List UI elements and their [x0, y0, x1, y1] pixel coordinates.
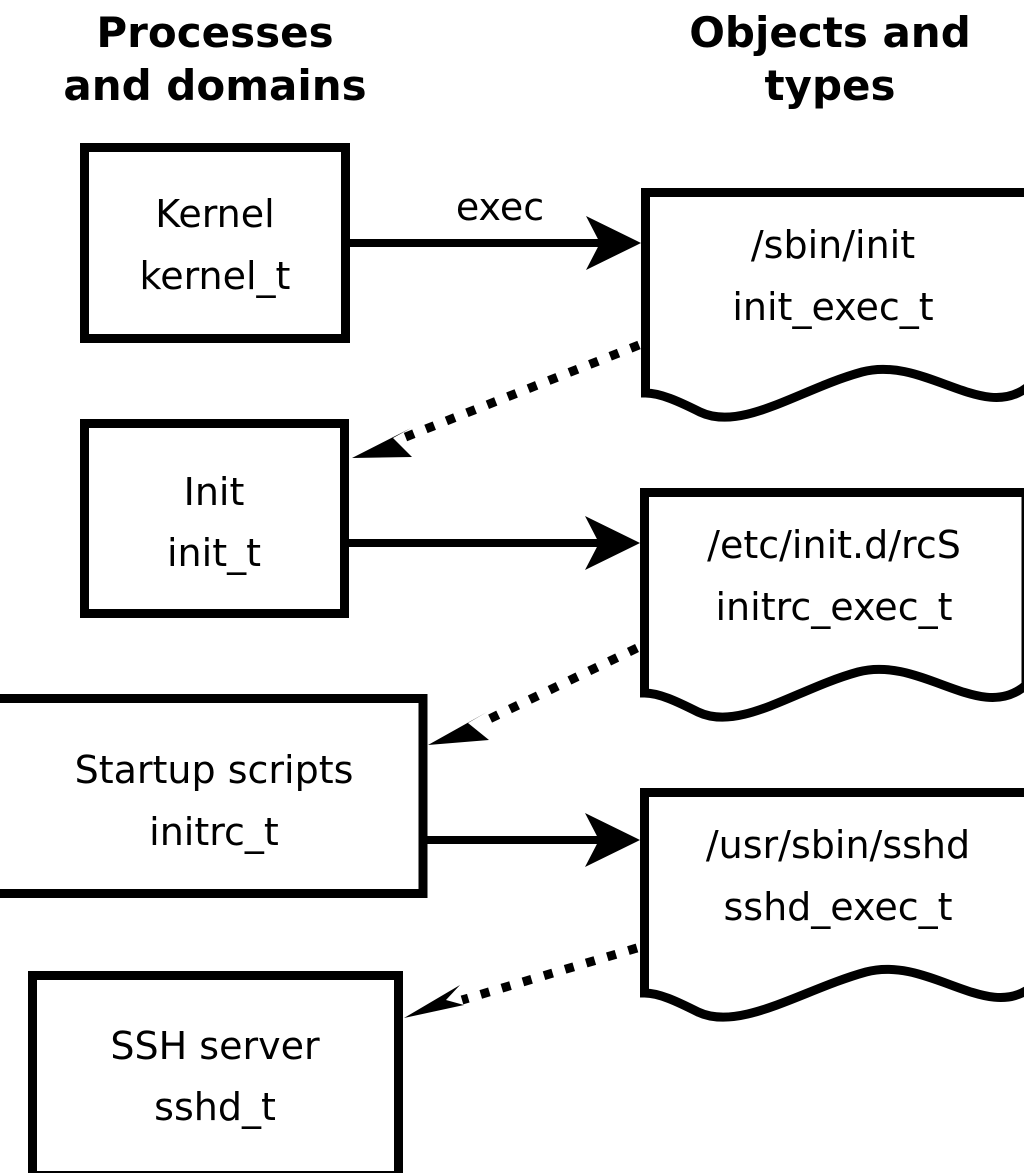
edge-init-exec-initrc_exec [349, 516, 640, 570]
node-sshd_exec[interactable]: /usr/sbin/sshd sshd_exec_t [640, 788, 1024, 1022]
arrow-head-icon [585, 516, 640, 570]
edge-line [401, 340, 641, 443]
node-init-line1: Init [184, 470, 245, 514]
edge-initrc-exec-sshd_exec [427, 813, 640, 867]
node-sshd_exec-document-shape[interactable] [640, 788, 1024, 1022]
node-init-box[interactable] [80, 419, 349, 618]
column-header-objects-line1: Objects and [689, 8, 971, 57]
column-header-processes: Processes and domains [63, 8, 366, 110]
node-initrc_exec-line2: initrc_exec_t [716, 585, 953, 629]
column-header-processes-line2: and domains [63, 61, 366, 110]
arrow-head-icon [585, 813, 640, 867]
node-sshd[interactable]: SSH server sshd_t [28, 971, 403, 1173]
node-kernel-box[interactable] [80, 143, 350, 343]
node-sshd-box[interactable] [28, 971, 403, 1173]
node-init_exec-line2: init_exec_t [732, 285, 933, 329]
arrow-head-icon [404, 985, 464, 1018]
node-initrc-box[interactable] [0, 694, 428, 898]
node-initrc_exec-line1: /etc/init.d/rcS [707, 523, 961, 567]
edge-label-exec: exec [456, 185, 544, 229]
node-initrc_exec-document-shape[interactable] [640, 488, 1024, 722]
node-sshd_exec-line2: sshd_exec_t [723, 885, 952, 929]
edge-line [479, 643, 639, 728]
node-sshd-line2: sshd_t [154, 1085, 276, 1129]
edge-init_exec-to-init [352, 340, 641, 458]
node-kernel-line2: kernel_t [140, 254, 291, 298]
node-init-line2: init_t [167, 531, 261, 575]
arrow-head-icon [586, 216, 641, 270]
node-init[interactable]: Init init_t [80, 419, 349, 618]
arrow-head-icon [428, 712, 489, 745]
edge-line [460, 943, 639, 1005]
node-init_exec[interactable]: /sbin/init init_exec_t [641, 188, 1024, 422]
node-initrc-line2: initrc_t [149, 810, 279, 854]
node-sshd_exec-line1: /usr/sbin/sshd [706, 823, 970, 867]
edge-kernel-exec-init_exec: exec [350, 185, 641, 270]
node-initrc_exec[interactable]: /etc/init.d/rcS initrc_exec_t [640, 488, 1024, 722]
node-kernel-line1: Kernel [155, 192, 274, 236]
arrow-head-icon [352, 428, 412, 458]
node-kernel[interactable]: Kernel kernel_t [80, 143, 350, 343]
column-header-objects-line2: types [764, 61, 895, 110]
edge-initrc_exec-to-initrc [428, 643, 639, 745]
node-init_exec-line1: /sbin/init [751, 223, 915, 267]
node-init_exec-document-shape[interactable] [641, 188, 1024, 422]
column-header-objects: Objects and types [689, 8, 971, 110]
edge-sshd_exec-to-sshd [404, 943, 639, 1018]
node-initrc-line1: Startup scripts [75, 748, 354, 792]
node-initrc[interactable]: Startup scripts initrc_t [0, 694, 428, 898]
node-sshd-line1: SSH server [110, 1024, 320, 1068]
column-header-processes-line1: Processes [96, 8, 333, 57]
